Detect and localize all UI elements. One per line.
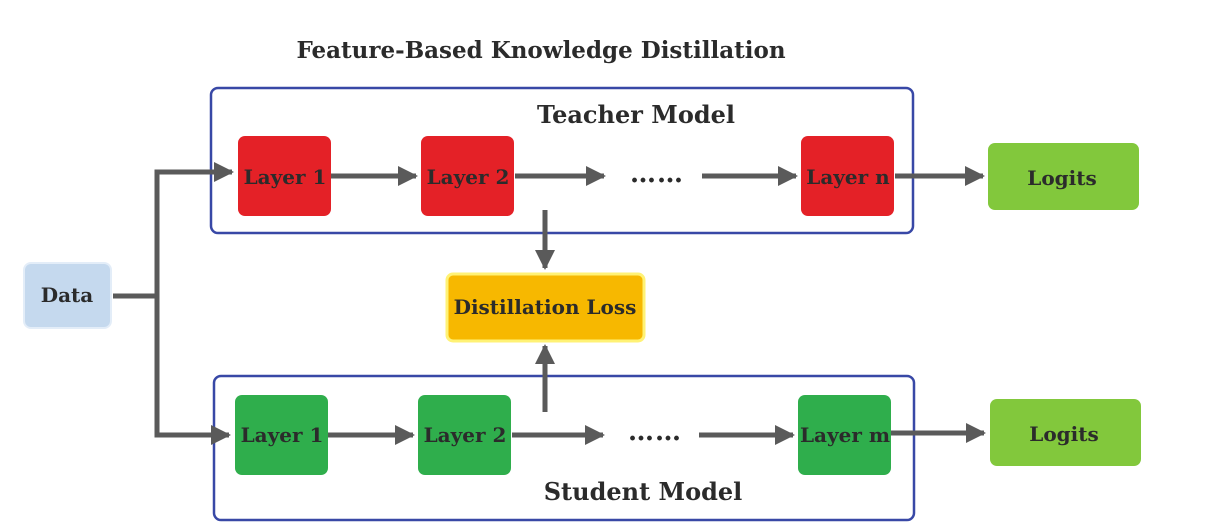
teacher-layer-n-label: Layer n [806, 165, 890, 189]
teacher-model-frame [209, 86, 915, 235]
teacher-layer-2-box [421, 136, 514, 216]
distillation-loss-node: Distillation Loss [445, 272, 646, 343]
student-model-frame [212, 374, 916, 522]
data-to-teacher-arrow [154, 162, 235, 296]
data-to-student-arrow [154, 296, 232, 445]
student-logits-node: Logits [990, 399, 1141, 466]
data-label: Data [41, 283, 94, 307]
student-model-group: Student Model [212, 374, 916, 522]
teacher-layer-1-box [238, 136, 331, 216]
teacher-model-title: Teacher Model [537, 100, 735, 129]
teacher-logits-box [988, 143, 1139, 210]
student-model-title: Student Model [544, 477, 743, 506]
student-layer-2-label: Layer 2 [424, 423, 507, 447]
distillation-loss-box [445, 272, 646, 343]
student-logits-label: Logits [1029, 422, 1098, 446]
student-layer-m: Layer m [798, 395, 891, 475]
student-layer-1-label: Layer 1 [241, 423, 324, 447]
data-box [23, 262, 112, 329]
teacher-layer-n-box [801, 136, 894, 216]
teacher-layer-2-label: Layer 2 [427, 165, 510, 189]
teacher-layer-1-label: Layer 1 [244, 165, 327, 189]
student-layer-2-box [418, 395, 511, 475]
teacher-layer-2: Layer 2 [421, 136, 514, 216]
student-logits-box [990, 399, 1141, 466]
student-layer-m-box [798, 395, 891, 475]
connectors [113, 162, 987, 445]
student-layer-2: Layer 2 [418, 395, 511, 475]
teacher-layer-n: Layer n [801, 136, 894, 216]
teacher-logits-node: Logits [988, 143, 1139, 210]
teacher-layer-1: Layer 1 [238, 136, 331, 216]
distillation-loss-label: Distillation Loss [454, 295, 637, 319]
student-layer-1-box [235, 395, 328, 475]
student-layer-1: Layer 1 [235, 395, 328, 475]
student-layer-m-label: Layer m [800, 423, 890, 447]
teacher-ellipsis: …… [630, 159, 684, 189]
student-ellipsis: …… [628, 417, 682, 447]
teacher-model-group: Teacher Model [209, 86, 915, 235]
teacher-logits-label: Logits [1027, 166, 1096, 190]
diagram-title: Feature-Based Knowledge Distillation [296, 37, 785, 64]
data-node: Data [23, 262, 112, 329]
